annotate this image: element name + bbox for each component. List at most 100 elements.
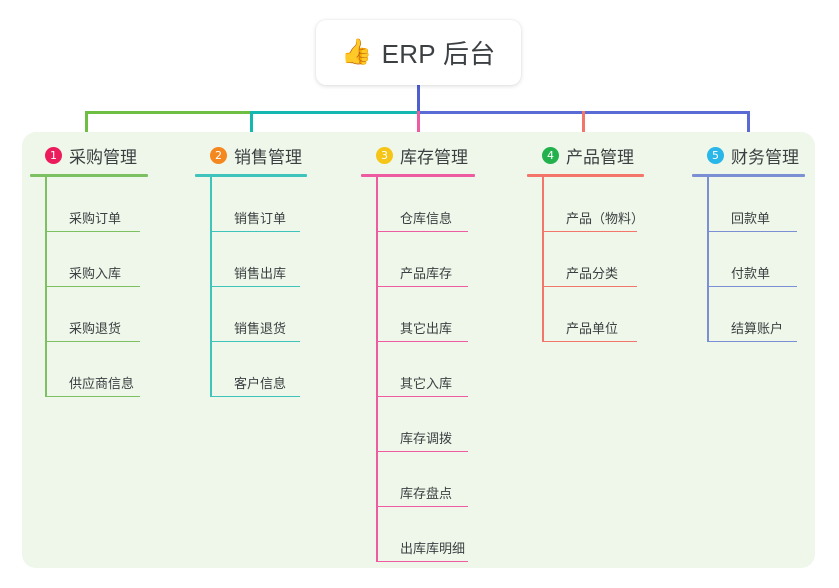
- list-item-rule: [376, 340, 468, 342]
- list-item-label: 供应商信息: [69, 376, 135, 391]
- list-item[interactable]: 采购订单: [45, 177, 150, 232]
- list-item-rule: [210, 230, 300, 232]
- list-item-label: 产品分类: [566, 266, 619, 281]
- trunk-segment-teal: [250, 111, 418, 114]
- drop-line-column-3: [417, 111, 420, 141]
- column-spine-line: [707, 177, 709, 342]
- list-item-rule: [542, 340, 637, 342]
- list-item-rule: [45, 340, 140, 342]
- column-number-badge: 4: [542, 146, 559, 164]
- list-item[interactable]: 产品单位: [542, 287, 649, 342]
- list-item-rule: [376, 230, 468, 232]
- list-item-label: 销售出库: [234, 266, 287, 281]
- column-header-5[interactable]: 5 财务管理: [692, 140, 808, 170]
- list-item[interactable]: 销售出库: [210, 232, 315, 287]
- column-number-badge: 2: [210, 146, 227, 164]
- list-item-label: 客户信息: [234, 376, 287, 391]
- column-items: 仓库信息产品库存其它出库其它入库库存调拨库存盘点出库库明细: [361, 177, 481, 562]
- column-title: 采购管理: [69, 147, 137, 167]
- list-item-rule: [376, 285, 468, 287]
- column-5: 5 财务管理回款单付款单结算账户: [692, 140, 808, 342]
- column-number-badge: 3: [376, 146, 393, 164]
- list-item-label: 销售退货: [234, 321, 287, 336]
- list-item-label: 采购退货: [69, 321, 122, 336]
- column-spine-line: [542, 177, 544, 342]
- list-item[interactable]: 出库库明细: [376, 507, 481, 562]
- column-4: 4 产品管理产品（物料） 产品分类产品单位: [527, 140, 649, 342]
- list-item[interactable]: 其它出库: [376, 287, 481, 342]
- list-item-rule: [707, 230, 797, 232]
- root-node-title: ERP 后台: [381, 39, 496, 69]
- list-item[interactable]: 采购入库: [45, 232, 150, 287]
- list-item-rule: [376, 450, 468, 452]
- list-item-label: 采购订单: [69, 211, 122, 226]
- column-title: 产品管理: [566, 147, 634, 167]
- list-item-rule: [542, 285, 637, 287]
- list-item-label: 出库库明细: [400, 541, 466, 556]
- list-item[interactable]: 客户信息: [210, 342, 315, 397]
- diagram-panel: [22, 132, 815, 568]
- list-item[interactable]: 销售退货: [210, 287, 315, 342]
- list-item-rule: [45, 395, 140, 397]
- list-item-label: 采购入库: [69, 266, 122, 281]
- column-2: 2 销售管理销售订单销售出库销售退货客户信息: [195, 140, 315, 397]
- list-item[interactable]: 其它入库: [376, 342, 481, 397]
- column-header-rule: [692, 174, 805, 177]
- list-item-label: 仓库信息: [400, 211, 453, 226]
- list-item[interactable]: 产品分类: [542, 232, 649, 287]
- drop-line-column-2: [250, 111, 253, 141]
- list-item-label: 库存调拨: [400, 431, 453, 446]
- list-item-rule: [707, 340, 797, 342]
- trunk-segment-green: [85, 111, 251, 114]
- column-header-rule: [361, 174, 475, 177]
- list-item-rule: [376, 560, 468, 562]
- list-item-label: 产品（物料）: [566, 211, 645, 226]
- list-item[interactable]: 产品库存: [376, 232, 481, 287]
- list-item-rule: [45, 285, 140, 287]
- thumbs-up-icon: 👍: [341, 38, 373, 66]
- column-items: 产品（物料） 产品分类产品单位: [527, 177, 649, 342]
- column-header-4[interactable]: 4 产品管理: [527, 140, 649, 170]
- drop-line-column-1: [85, 111, 88, 141]
- list-item[interactable]: 回款单: [707, 177, 808, 232]
- list-item-rule: [707, 285, 797, 287]
- list-item[interactable]: 库存调拨: [376, 397, 481, 452]
- column-spine-line: [45, 177, 47, 397]
- column-spine-line: [376, 177, 378, 562]
- list-item-rule: [376, 505, 468, 507]
- column-title: 财务管理: [731, 147, 799, 167]
- list-item-label: 其它出库: [400, 321, 453, 336]
- list-item[interactable]: 供应商信息: [45, 342, 150, 397]
- list-item-rule: [376, 395, 468, 397]
- column-title: 销售管理: [234, 147, 302, 167]
- list-item[interactable]: 销售订单: [210, 177, 315, 232]
- list-item-rule: [210, 395, 300, 397]
- list-item[interactable]: 仓库信息: [376, 177, 481, 232]
- list-item[interactable]: 结算账户: [707, 287, 808, 342]
- list-item-rule: [45, 230, 140, 232]
- root-node[interactable]: 👍 ERP 后台: [316, 20, 521, 85]
- list-item-rule: [542, 230, 637, 232]
- column-spine-line: [210, 177, 212, 397]
- list-item-rule: [210, 340, 300, 342]
- column-header-rule: [195, 174, 307, 177]
- list-item-label: 销售订单: [234, 211, 287, 226]
- list-item-label: 产品单位: [566, 321, 619, 336]
- column-title: 库存管理: [400, 147, 468, 167]
- list-item-label: 产品库存: [400, 266, 453, 281]
- drop-line-column-5: [747, 111, 750, 141]
- column-header-rule: [527, 174, 644, 177]
- column-3: 3 库存管理仓库信息产品库存其它出库其它入库库存调拨库存盘点出库库明细: [361, 140, 481, 562]
- column-header-2[interactable]: 2 销售管理: [195, 140, 315, 170]
- list-item[interactable]: 库存盘点: [376, 452, 481, 507]
- drop-line-column-4: [582, 111, 585, 141]
- list-item[interactable]: 产品（物料）: [542, 177, 649, 232]
- column-header-3[interactable]: 3 库存管理: [361, 140, 481, 170]
- list-item-label: 库存盘点: [400, 486, 453, 501]
- column-number-badge: 5: [707, 146, 724, 164]
- column-items: 采购订单采购入库采购退货供应商信息: [30, 177, 150, 397]
- list-item[interactable]: 付款单: [707, 232, 808, 287]
- list-item[interactable]: 采购退货: [45, 287, 150, 342]
